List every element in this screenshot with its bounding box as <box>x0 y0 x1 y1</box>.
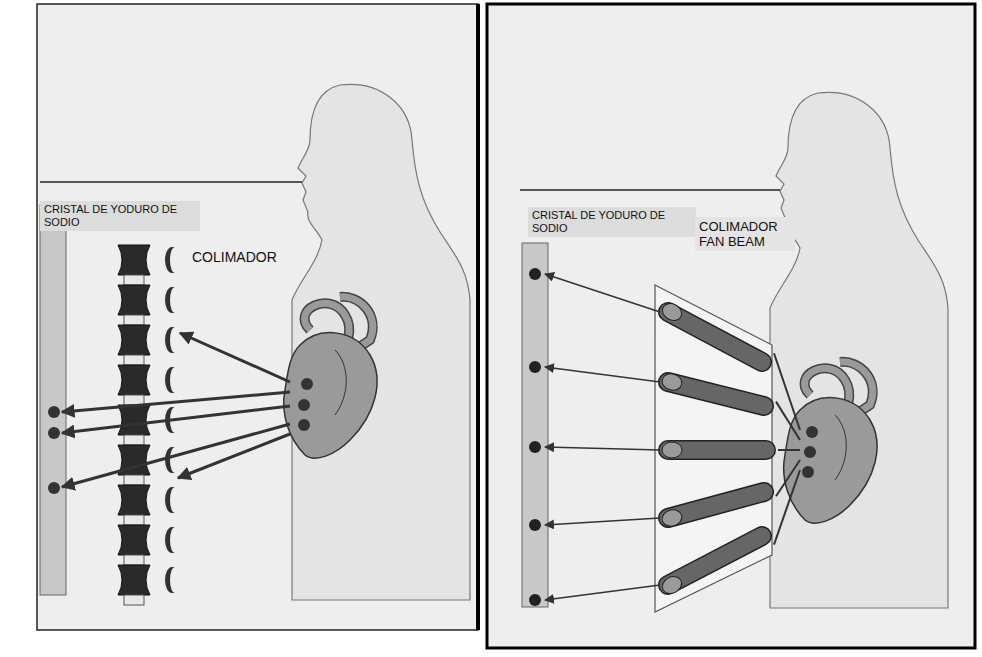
gamma-ray-arrow <box>545 447 660 450</box>
tube-opening <box>660 372 683 392</box>
collimator-gap <box>124 595 144 605</box>
collimator-hole <box>165 527 175 553</box>
collimator-gap <box>124 515 144 525</box>
gamma-ray-arrow <box>180 333 290 382</box>
scintillation-dot <box>529 519 541 531</box>
collimator-tube <box>668 382 764 406</box>
tube-opening <box>662 442 682 458</box>
reference-line <box>520 189 780 191</box>
collimator-tube <box>668 492 764 518</box>
gamma-ray-arrow <box>545 367 660 382</box>
gamma-ray-arrow <box>62 424 290 487</box>
gamma-ray-arrow <box>545 274 660 312</box>
collimator-gap <box>124 275 144 285</box>
scintillation-dot <box>48 482 60 494</box>
collimator-tube <box>668 312 762 362</box>
reference-line <box>40 181 302 183</box>
source-dot <box>301 378 313 390</box>
sodium-iodide-crystal <box>40 205 66 595</box>
scintillation-dot <box>529 594 541 606</box>
heart <box>284 297 377 458</box>
collimator-septum <box>118 285 150 315</box>
crystal-label: CRISTAL DE YODURO DE SODIO <box>40 201 200 231</box>
source-dot <box>298 399 310 411</box>
collimator-label: COLIMADOR FAN BEAM <box>695 217 795 251</box>
collimator-tube <box>668 536 762 585</box>
collimator-septum <box>118 405 150 435</box>
source-dot <box>802 466 814 478</box>
collimator-tube <box>668 382 764 406</box>
collimator-septum <box>118 565 150 595</box>
collimator-septum <box>118 485 150 515</box>
collimator-gap <box>124 555 144 565</box>
scintillation-dot <box>529 441 541 453</box>
tube-opening <box>659 573 684 596</box>
scintillation-dot <box>48 406 60 418</box>
source-dot <box>298 419 310 431</box>
collimator-gap <box>124 435 144 445</box>
collimator-hole <box>165 287 175 313</box>
collimator-septum <box>118 325 150 355</box>
gamma-ray-arrow <box>545 585 660 600</box>
gamma-ray <box>776 402 800 440</box>
collimator-gap <box>124 355 144 365</box>
gamma-ray-arrow <box>545 518 660 525</box>
collimator-gap <box>124 315 144 325</box>
fan-beam-collimator <box>655 285 772 612</box>
collimator-hole <box>165 367 175 393</box>
gamma-ray <box>774 470 800 545</box>
tube-opening <box>660 508 683 529</box>
collimator-tube <box>668 536 762 585</box>
crystal-label: CRISTAL DE YODURO DE SODIO <box>528 207 696 237</box>
source-dot <box>804 446 816 458</box>
collimator-septum <box>118 245 150 275</box>
collimator-hole <box>165 447 175 473</box>
collimator-hole <box>165 487 175 513</box>
collimator-label: COLIMADOR <box>188 247 288 267</box>
collimator-gap <box>124 395 144 405</box>
collimator-hole <box>165 567 175 593</box>
collimator-septum <box>118 525 150 555</box>
sodium-iodide-crystal <box>522 243 548 607</box>
panel <box>37 4 478 630</box>
scintillation-dot <box>529 361 541 373</box>
collimator-tube <box>668 492 764 518</box>
collimator-tube <box>668 442 766 459</box>
gamma-ray-arrow <box>62 406 290 433</box>
gamma-ray <box>778 449 800 451</box>
tube-opening <box>659 300 684 324</box>
panel-divider <box>476 4 480 630</box>
collimator-tube <box>668 312 762 362</box>
human-silhouette <box>770 92 948 608</box>
scintillation-dot <box>48 427 60 439</box>
gamma-ray-arrow <box>178 434 290 478</box>
collimator-tube <box>668 440 766 460</box>
scintillation-dot <box>529 268 541 280</box>
source-dot <box>806 426 818 438</box>
collimator-hole <box>165 327 175 353</box>
collimator-gap <box>124 475 144 485</box>
heart <box>784 362 877 523</box>
panel <box>487 4 975 648</box>
collimator-septum <box>118 365 150 395</box>
collimator-hole <box>165 247 175 273</box>
